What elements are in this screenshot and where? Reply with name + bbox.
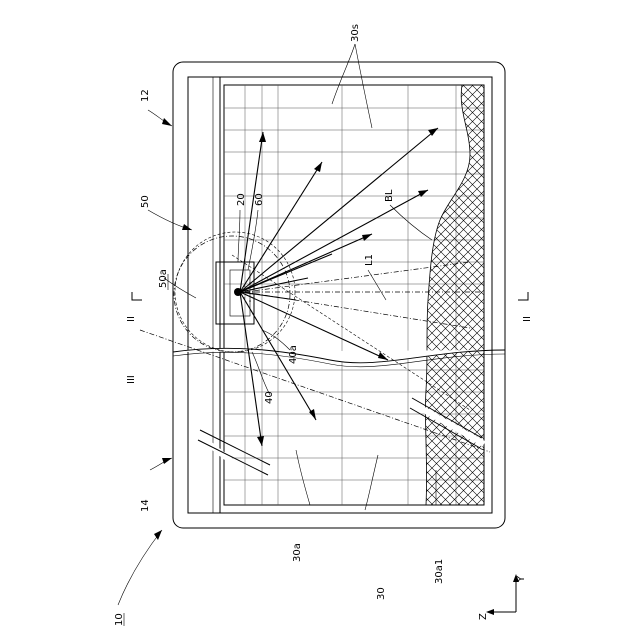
ray-arrowheads xyxy=(257,128,438,446)
axis-indicator xyxy=(486,574,519,615)
label-axis-z: Z xyxy=(478,613,489,620)
label-section-ii-right: II xyxy=(522,316,533,322)
label-section-ii-left: II xyxy=(126,316,137,322)
label-axis-y: Y xyxy=(516,575,527,583)
label-panel: 30 xyxy=(376,587,387,600)
label-light-path: L1 xyxy=(364,254,375,266)
label-lens: 40 xyxy=(264,391,275,404)
label-sensor: 60 xyxy=(254,193,265,206)
label-lens-surface: 40a xyxy=(288,345,299,364)
label-boundary: BL xyxy=(384,189,395,202)
label-panel-region-a: 30a xyxy=(292,543,303,562)
label-panel-region-s: 30s xyxy=(350,24,361,42)
label-light-source: 20 xyxy=(236,193,247,206)
label-section-iii: III xyxy=(126,375,137,384)
frame-part-circle xyxy=(174,236,290,352)
label-frame: 50 xyxy=(140,195,151,208)
label-frame-part: 50a xyxy=(158,269,169,288)
label-housing-upper: 14 xyxy=(140,499,151,512)
label-housing-lower: 12 xyxy=(140,89,151,102)
label-panel-region-a1: 30a1 xyxy=(434,559,445,584)
leader-lines xyxy=(118,44,436,605)
label-device: 10 xyxy=(114,613,125,626)
